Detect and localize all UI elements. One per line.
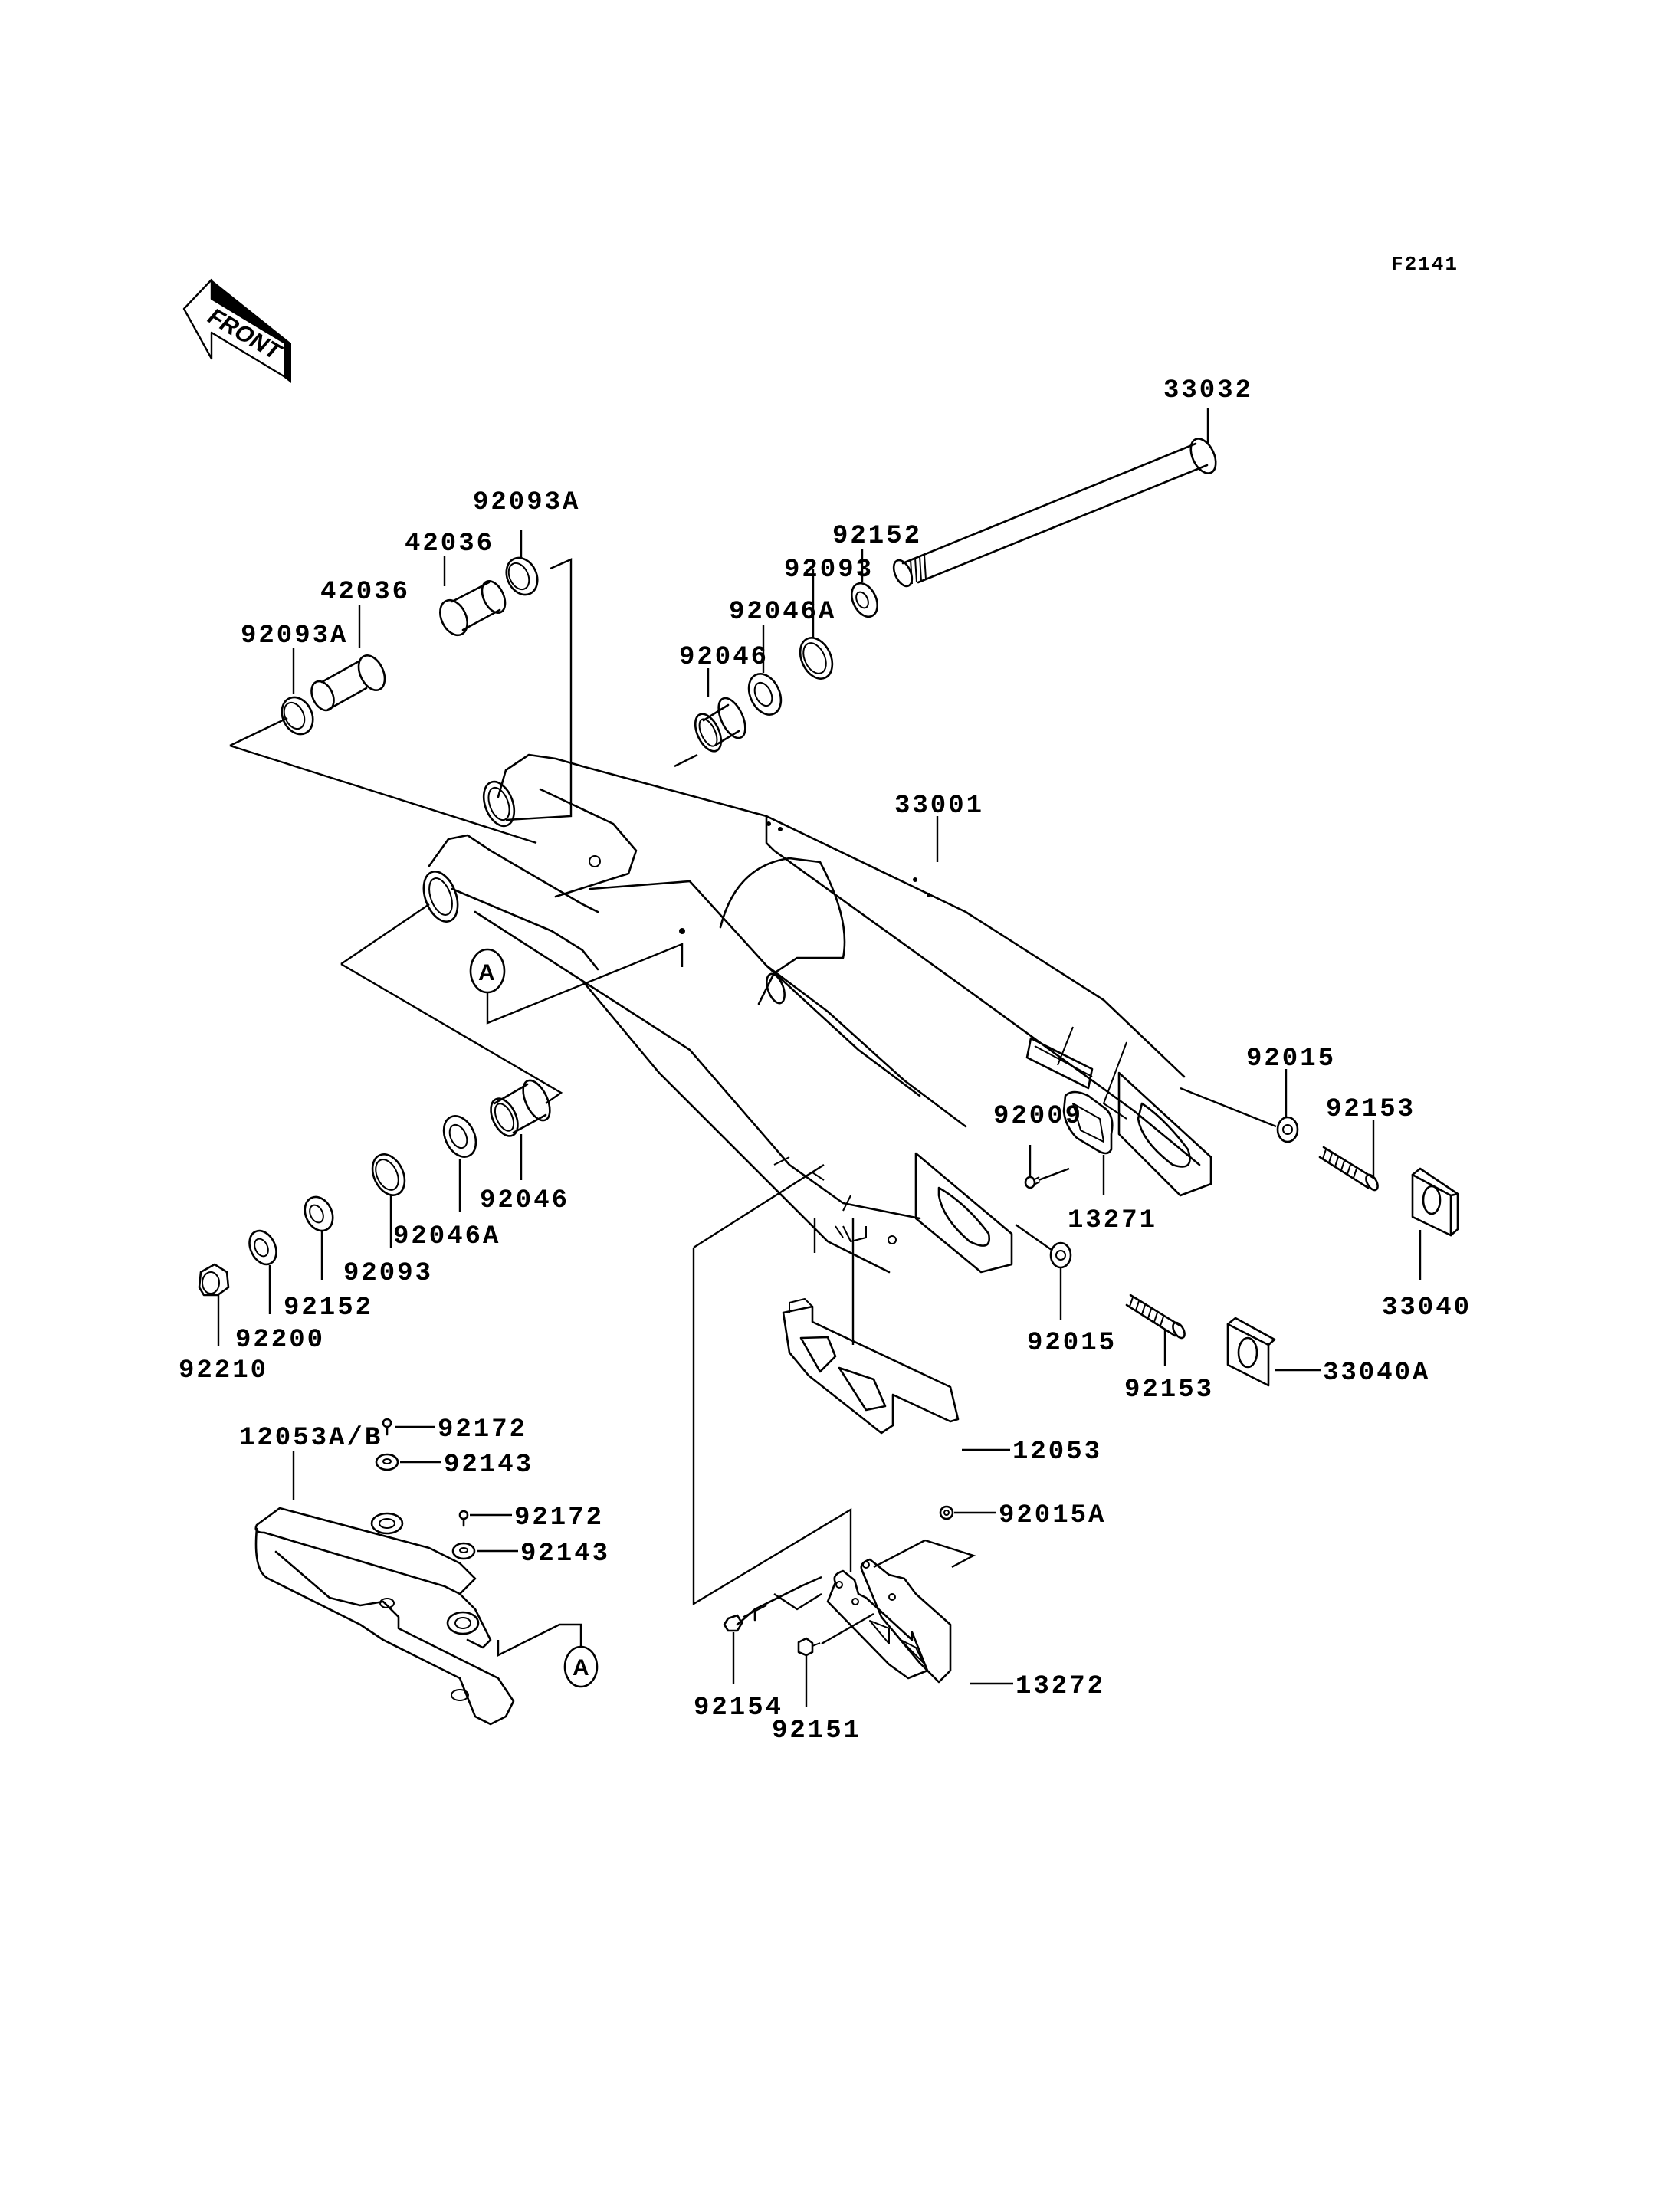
reference-a-lower-label: A xyxy=(573,1655,589,1681)
part-label[interactable]: 92152 xyxy=(832,522,922,551)
part-label[interactable]: 13272 xyxy=(1016,1672,1105,1701)
part-label[interactable]: 33001 xyxy=(894,792,984,821)
guide-plate-13272-icon xyxy=(826,1558,952,1684)
nut-92015-low-icon xyxy=(1049,1241,1072,1269)
part-label[interactable]: 92093A xyxy=(241,621,348,651)
bolt-92172-b-icon xyxy=(458,1510,469,1527)
nut-92015a-icon xyxy=(939,1505,954,1520)
part-label[interactable]: 33040A xyxy=(1323,1359,1430,1388)
part-label[interactable]: 92172 xyxy=(514,1503,604,1533)
washer-92046a-top-icon xyxy=(747,673,783,716)
part-label[interactable]: 92153 xyxy=(1124,1376,1214,1405)
washer-92143-b-icon xyxy=(451,1542,476,1560)
part-label[interactable]: 92046 xyxy=(679,643,769,672)
part-label[interactable]: 12053 xyxy=(1012,1438,1102,1467)
part-label[interactable]: 92200 xyxy=(235,1326,325,1355)
part-label[interactable]: 92015A xyxy=(999,1501,1106,1530)
part-label[interactable]: 92143 xyxy=(444,1451,533,1480)
part-callouts: 33032 92093A 42036 42036 92093A 92152 92… xyxy=(179,376,1472,1746)
part-label[interactable]: 92154 xyxy=(694,1694,783,1723)
swingarm-33001-icon xyxy=(422,753,1212,1274)
part-label[interactable]: 92152 xyxy=(284,1294,373,1323)
part-label[interactable]: 92143 xyxy=(520,1540,610,1569)
bolt-92154-icon xyxy=(723,1585,802,1632)
front-arrow-icon: FRONT xyxy=(182,278,291,383)
seal-92093a-top-icon xyxy=(505,556,539,596)
bearing-92046-top-icon xyxy=(694,697,746,753)
washer-92143-a-icon xyxy=(375,1453,399,1471)
part-label[interactable]: 92151 xyxy=(772,1717,861,1746)
bolt-92153-low-icon xyxy=(1125,1294,1186,1340)
part-label[interactable]: 92210 xyxy=(179,1356,268,1385)
part-label[interactable]: 92015 xyxy=(1027,1329,1117,1358)
collar-92152-top-icon xyxy=(850,582,879,618)
part-label[interactable]: 92093 xyxy=(784,556,874,585)
part-label[interactable]: 92046A xyxy=(729,598,836,627)
adjuster-33040-icon xyxy=(1411,1167,1459,1237)
part-label[interactable]: 92172 xyxy=(438,1415,527,1444)
bolt-92172-a-icon xyxy=(382,1418,392,1436)
sleeve-42036-top-icon xyxy=(439,580,507,637)
collar-92152-low-icon xyxy=(304,1195,334,1232)
part-label[interactable]: 92093 xyxy=(343,1259,433,1288)
part-label[interactable]: 42036 xyxy=(405,530,494,559)
axle-33032-icon xyxy=(892,438,1217,588)
part-label[interactable]: 92046 xyxy=(480,1186,569,1215)
sleeve-42036-left-icon xyxy=(310,654,386,712)
part-label[interactable]: 92046A xyxy=(393,1222,500,1251)
part-label[interactable]: 42036 xyxy=(320,578,410,607)
bolt-92151-icon xyxy=(797,1637,821,1657)
part-label[interactable]: 92093A xyxy=(473,488,580,517)
adjuster-33040a-icon xyxy=(1226,1317,1276,1387)
part-label[interactable]: 33032 xyxy=(1163,376,1253,405)
chain-slider-12053ab-icon xyxy=(254,1507,515,1726)
reference-a-upper-label: A xyxy=(478,960,495,985)
screw-92009-icon xyxy=(1024,1176,1041,1189)
part-label[interactable]: 13271 xyxy=(1068,1206,1157,1235)
plate-13271-icon xyxy=(1062,1090,1114,1155)
seal-92093-low-icon xyxy=(371,1153,406,1196)
part-label[interactable]: 12053A/B xyxy=(239,1424,382,1453)
seal-92093-top-icon xyxy=(799,637,834,680)
reference-a-upper: A xyxy=(469,948,506,994)
part-label[interactable]: 92015 xyxy=(1246,1044,1336,1074)
part-label[interactable]: 33040 xyxy=(1382,1294,1472,1323)
nut-92210-icon xyxy=(198,1263,230,1297)
washer-92046a-low-icon xyxy=(442,1115,477,1158)
washer-92200-icon xyxy=(248,1229,277,1266)
bolt-92153-top-icon xyxy=(1318,1146,1379,1192)
figure-code: F2141 xyxy=(1391,253,1459,276)
nut-92015-top-icon xyxy=(1276,1116,1299,1143)
bearing-92046-low-icon xyxy=(490,1079,551,1137)
part-label[interactable]: 92153 xyxy=(1326,1095,1416,1124)
part-label[interactable]: 92009 xyxy=(993,1102,1083,1131)
leader-lines xyxy=(217,408,1422,1707)
chain-guide-12053-icon xyxy=(782,1298,960,1435)
reference-a-lower: A xyxy=(563,1645,599,1688)
